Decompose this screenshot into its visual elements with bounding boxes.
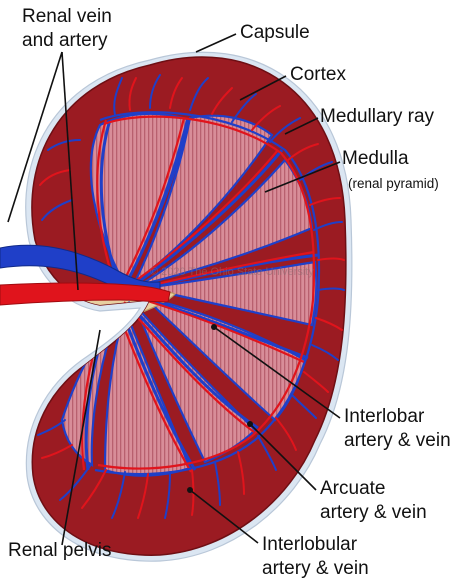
interlobular-vessels [37, 74, 345, 519]
leader-lines [7, 33, 341, 546]
label-capsule: Capsule [240, 22, 310, 43]
label-renal-pyramid: (renal pyramid) [348, 176, 439, 191]
label-medulla: Medulla [342, 148, 409, 169]
watermark: © 2020 The Ohio State University [150, 266, 314, 278]
label-interlobar: Interlobar [344, 406, 425, 427]
leader-dots [187, 324, 253, 493]
label-interlobar-line2: artery & vein [344, 430, 451, 451]
label-medullary-ray: Medullary ray [320, 106, 435, 127]
label-interlobular: Interlobular [262, 534, 358, 555]
renal-vein [0, 244, 161, 295]
label-renal-vein-artery-line2: and artery [22, 30, 108, 51]
label-renal-pelvis: Renal pelvis [8, 540, 112, 561]
arcuate-vessels [94, 111, 321, 476]
label-arcuate: Arcuate [320, 478, 385, 499]
label-interlobular-line2: artery & vein [262, 558, 369, 579]
label-cortex: Cortex [290, 64, 346, 85]
label-renal-vein-artery: Renal vein [22, 6, 112, 27]
label-arcuate-line2: artery & vein [320, 502, 427, 523]
